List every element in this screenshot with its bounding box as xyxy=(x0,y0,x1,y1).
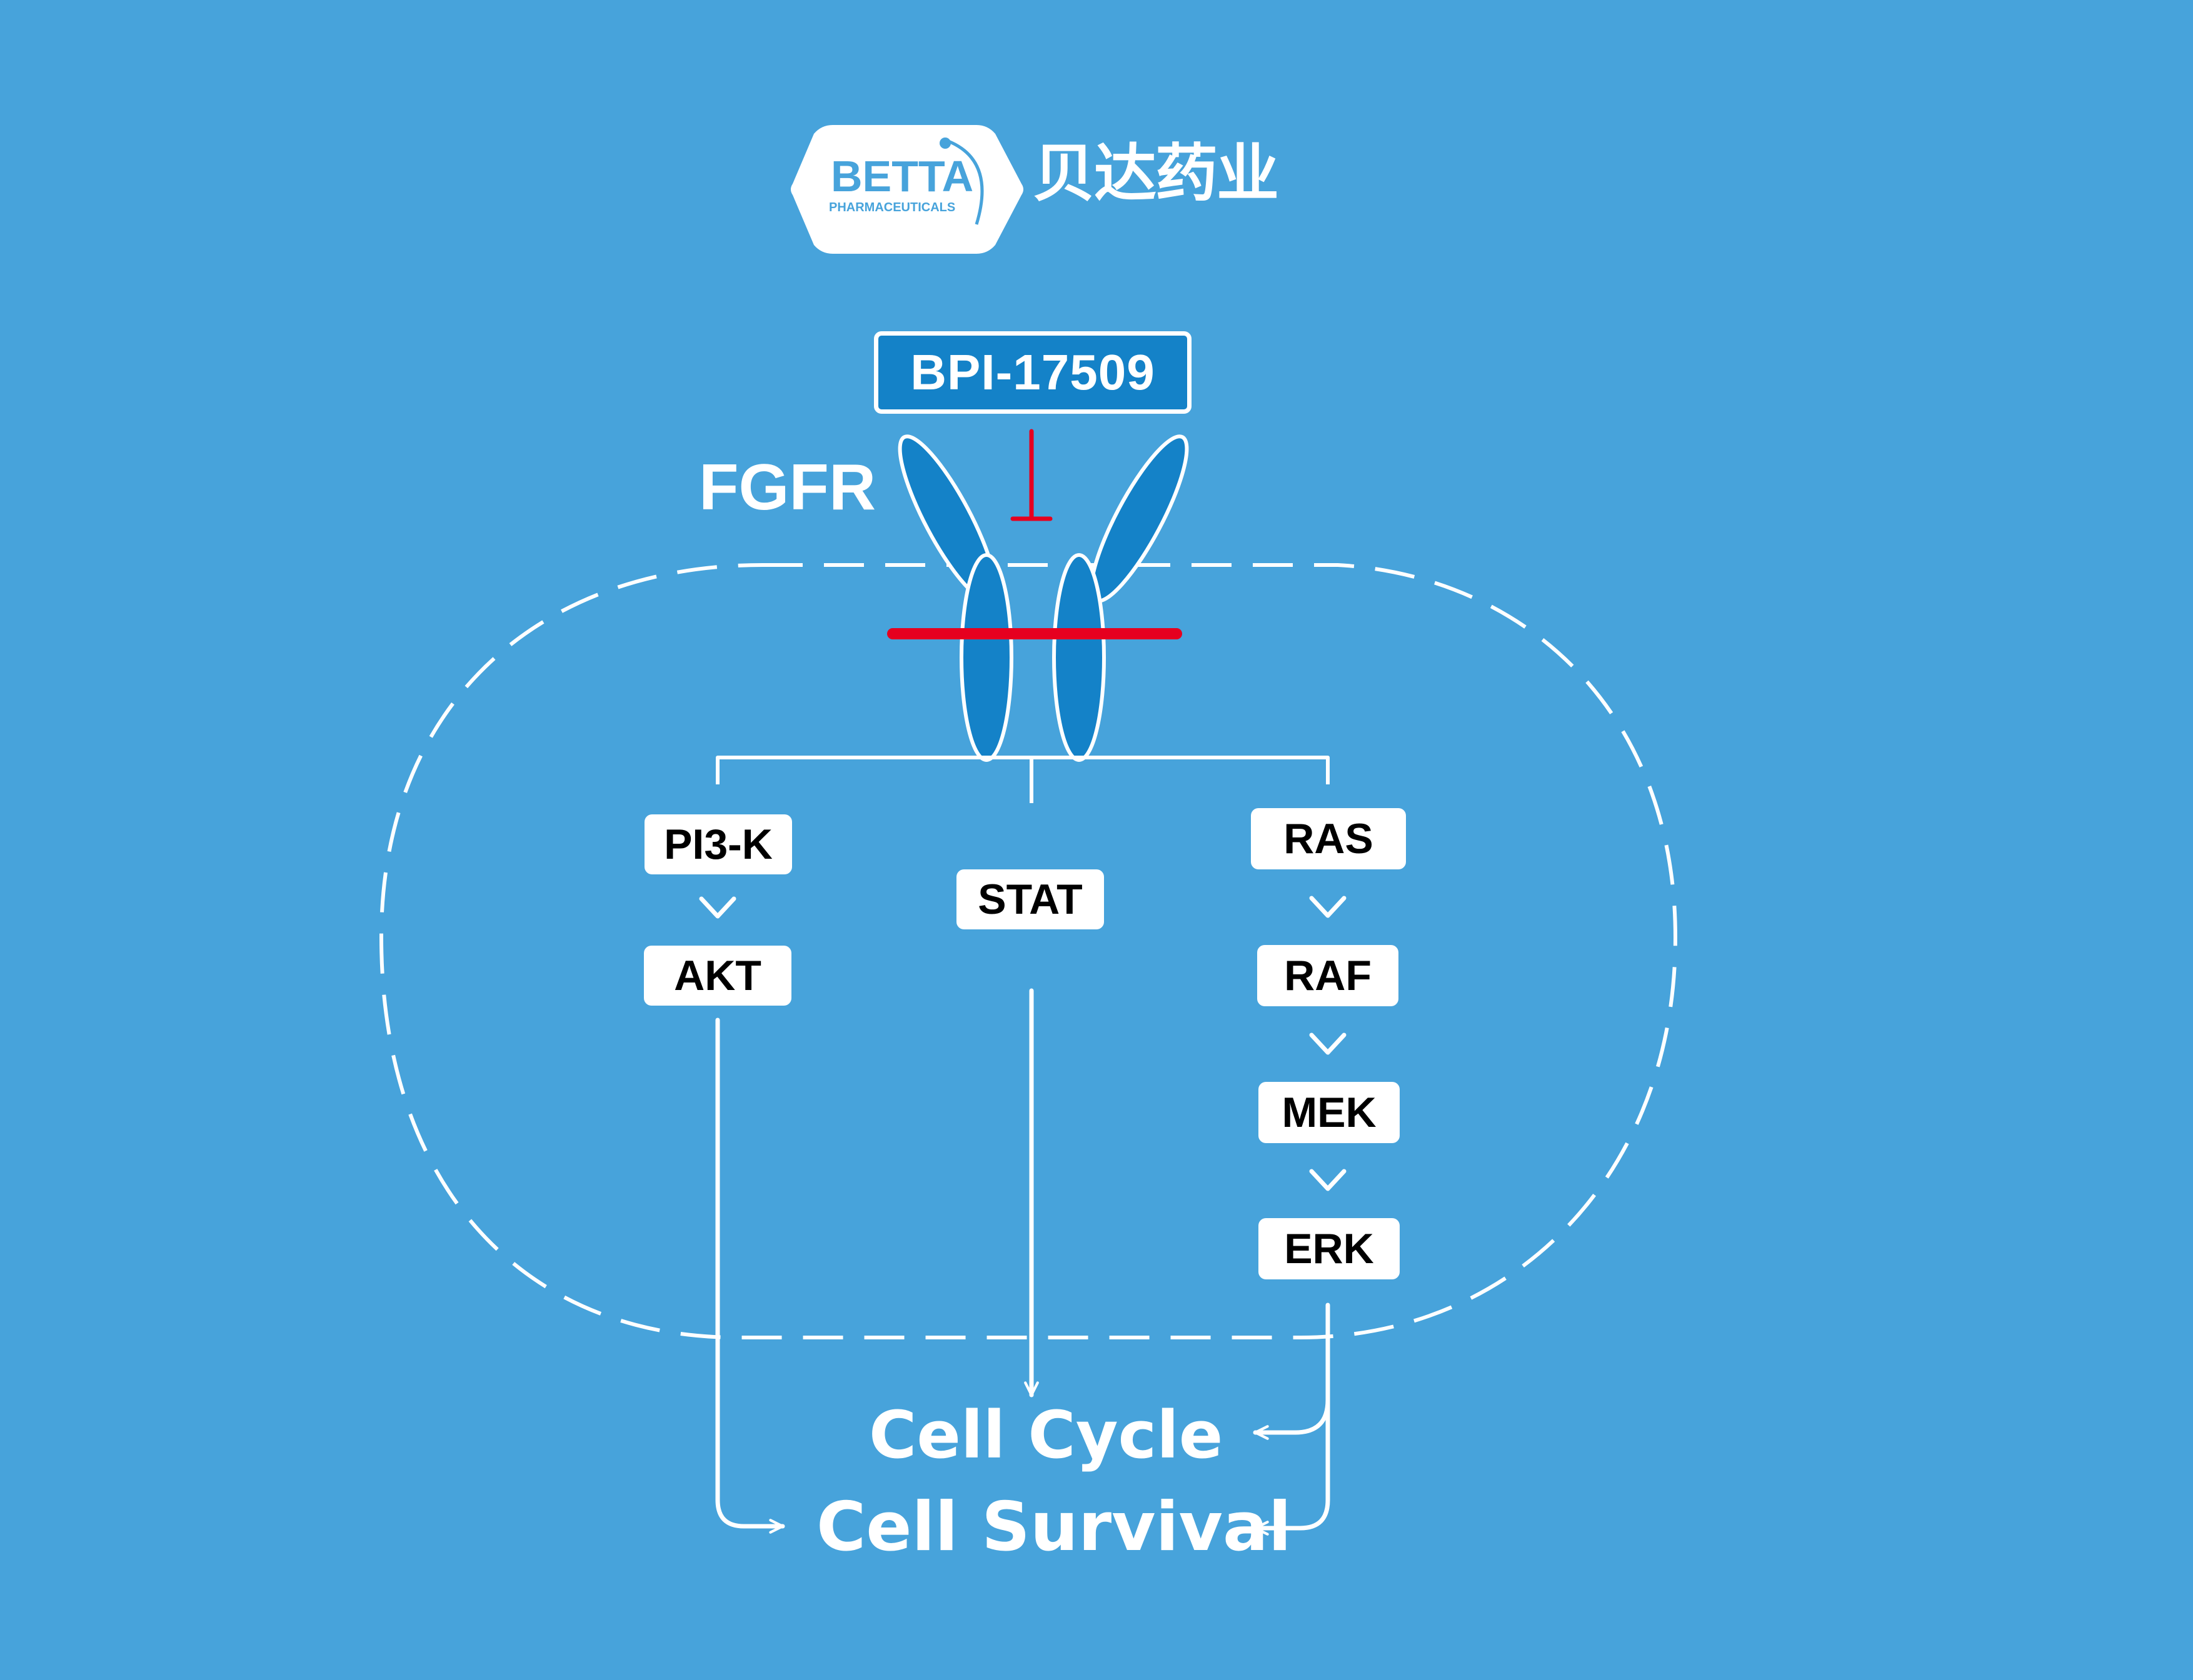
erk-to-cycle-arrow xyxy=(1253,1302,1330,1440)
logo-badge-icon: BETTA PHARMACEUTICALS xyxy=(791,125,1023,254)
node-stat: STAT xyxy=(956,869,1104,929)
outcome-cell-cycle: Cell Cycle xyxy=(869,1397,1223,1473)
drug-label: BPI-17509 xyxy=(874,331,1192,414)
node-erk: ERK xyxy=(1258,1218,1400,1279)
node-pi3k: PI3-K xyxy=(645,814,792,874)
logo-chinese-name: 贝达药业 xyxy=(1033,137,1279,210)
logo-subtitle-text: PHARMACEUTICALS xyxy=(829,201,955,214)
erk-to-survival-arrow xyxy=(1253,1398,1330,1536)
chevron-down-icon xyxy=(1309,1032,1347,1055)
node-mek: MEK xyxy=(1258,1082,1400,1143)
chevron-down-icon xyxy=(699,896,736,919)
akt-to-survival-arrow xyxy=(715,1018,785,1534)
chevron-down-icon xyxy=(1309,1169,1347,1191)
inhibition-icon xyxy=(1010,429,1053,521)
chevron-down-icon xyxy=(1309,896,1347,918)
betta-logo: BETTA PHARMACEUTICALS xyxy=(789,121,1026,261)
node-ras: RAS xyxy=(1251,808,1406,869)
fgfr-receptor-icon xyxy=(898,434,1189,762)
branch-connector xyxy=(716,756,1330,803)
cell-outline xyxy=(379,563,1678,1339)
logo-brand-text: BETTA xyxy=(831,152,973,201)
outcome-cell-survival: Cell Survival xyxy=(816,1488,1292,1566)
node-akt: AKT xyxy=(644,946,791,1006)
receptor-label: FGFR xyxy=(699,451,876,524)
node-raf: RAF xyxy=(1257,945,1398,1006)
